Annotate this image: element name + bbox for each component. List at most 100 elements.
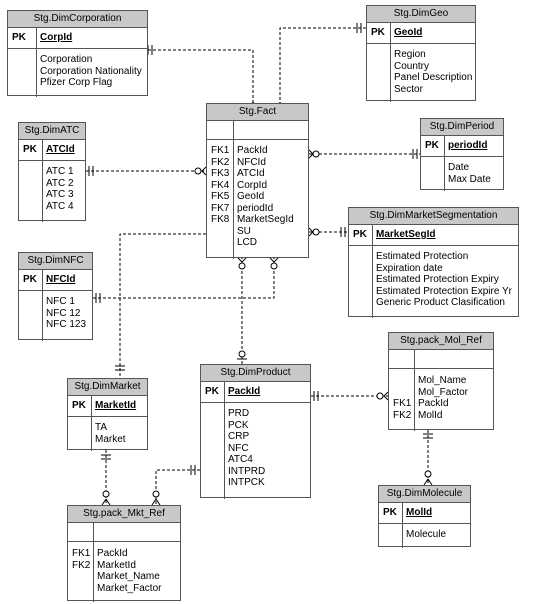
pk-tag: PK [205,386,219,397]
attribute: NFC 1 [46,296,75,307]
attribute: Country [394,60,430,72]
pk-row-empty [389,350,493,369]
attribute: Estimated Protection [376,251,469,262]
fk-tag: FK7 [211,202,230,214]
fk-tag: FK4 [211,179,230,191]
entity-title: Stg.pack_Mol_Ref [389,333,493,350]
attribute: MarketId [97,559,136,571]
entity-dim-nfc[interactable]: Stg.DimNFC PK NFCId NFC 1 NFC 12 NFC 123 [18,252,93,341]
pk-row: PK CorpId [8,28,147,49]
entity-dim-molecule[interactable]: Stg.DimMolecule PK MolId Molecule [378,485,471,548]
entity-dim-geo[interactable]: Stg.DimGeo PK GeoId Region Country Panel… [366,5,476,102]
fk-tag: FK1 [393,398,412,409]
entity-dim-atc[interactable]: Stg.DimATC PK ATCId ATC 1 ATC 2 ATC 3 AT… [18,122,86,222]
marker-fork [308,149,314,155]
entity-title: Stg.DimMarket [68,379,147,396]
marker-circle [270,262,278,270]
attribute: Max Date [448,173,491,185]
marker-circle [238,350,246,358]
pk-field: CorpId [40,32,73,43]
attribute: INTPRD [228,465,266,477]
attribute: NFC 12 [46,307,81,319]
fk-tag: FK5 [211,191,230,202]
entity-title: Stg.DimCorporation [8,11,147,28]
link-fact-market [119,233,206,378]
pk-row: PK NFCId [19,270,92,291]
attribute: Estimated Protection Expiry [376,274,499,285]
pk-row-empty [68,523,180,542]
pk-row: PK PackId [201,382,310,403]
entity-dim-market-segmentation[interactable]: Stg.DimMarketSegmentation PK MarketSegId… [348,207,519,318]
attribute: Molecule [406,529,447,540]
pk-row: PK MarketSegId [349,225,518,246]
entity-title: Stg.DimPeriod [421,119,503,136]
pk-row: PK GeoId [367,23,475,44]
pk-row-empty [207,121,308,140]
entity-pack-mol-ref[interactable]: Stg.pack_Mol_Ref FK1 FK2 Mol_Name Mol_Fa… [388,332,494,431]
entity-dim-corporation[interactable]: Stg.DimCorporation PK CorpId Corporation… [7,10,148,97]
attribute: Region [394,49,426,60]
entity-fact[interactable]: Stg.Fact FK1 FK2 FK3 FK4 FK5 FK7 FK8 Pac… [206,103,309,259]
fk-tag: FK2 [72,559,91,571]
link-product-mktref [155,469,200,505]
attribute: Pfizer Corp Flag [40,77,113,88]
pk-field: PackId [228,386,261,397]
marker-fork [383,395,389,401]
marker-fork [423,478,429,486]
pk-field: GeoId [394,27,423,38]
fk-tag: FK1 [211,145,230,156]
marker-fork [427,478,433,486]
attribute: Market [95,433,126,445]
entity-title: Stg.DimMolecule [379,486,470,503]
link-nfc-fact [93,258,275,299]
pk-field: NFCId [46,274,76,285]
entity-pack-mkt-ref[interactable]: Stg.pack_Mkt_Ref FK1 FK2 PackId MarketId… [67,505,181,602]
entity-dim-product[interactable]: Stg.DimProduct PK PackId PRD PCK CRP NFC… [200,364,311,499]
attribute: ATC4 [228,454,253,465]
marker-fork [269,257,275,263]
entity-title: Stg.DimMarketSegmentation [349,208,518,225]
marker-fork [308,153,314,159]
pk-tag: PK [23,144,37,155]
entity-title: Stg.DimProduct [201,365,310,382]
attribute: ATCId [237,168,265,179]
entity-dim-period[interactable]: Stg.DimPeriod PK periodId Date Max Date [420,118,504,191]
marker-circle [194,167,202,175]
pk-tag: PK [12,32,26,43]
attribute: Date [448,162,470,173]
attribute: Mol_Name [418,375,467,386]
fk-tag: FK2 [393,409,412,421]
fk-tag: FK3 [211,168,230,179]
marker-circle [312,228,320,236]
attribute: Market_Factor [97,582,162,594]
attribute: PCK [228,419,249,431]
marker-fork [383,391,389,397]
pk-field: MolId [406,507,433,518]
attribute: periodId [237,202,274,214]
pk-row: PK periodId [421,136,503,157]
marker-fork [237,257,243,263]
attribute: Corporation Nationality [40,65,142,77]
link-corporation-fact [148,49,254,113]
fk-tag: FK2 [211,156,230,168]
marker-circle [152,490,160,498]
marker-fork [155,498,161,506]
attribute: CRP [228,431,250,442]
entity-title: Stg.DimGeo [367,6,475,23]
attribute: Expiration date [376,262,443,274]
pk-row: PK MarketId [68,396,147,417]
attribute: Generic Product Clasification [376,297,505,308]
entity-title: Stg.DimATC [19,123,85,140]
attribute: Market_Name [97,571,160,582]
pk-tag: PK [72,400,86,411]
marker-fork [273,257,279,263]
marker-fork [201,170,207,176]
marker-circle [102,490,110,498]
marker-circle [424,470,432,478]
attribute: LCD [237,237,258,248]
entity-dim-market[interactable]: Stg.DimMarket PK MarketId TA Market [67,378,148,451]
entity-title: Stg.pack_Mkt_Ref [68,506,180,523]
pk-tag: PK [371,27,385,38]
marker-fork [308,227,314,233]
attribute: SU [237,225,251,237]
